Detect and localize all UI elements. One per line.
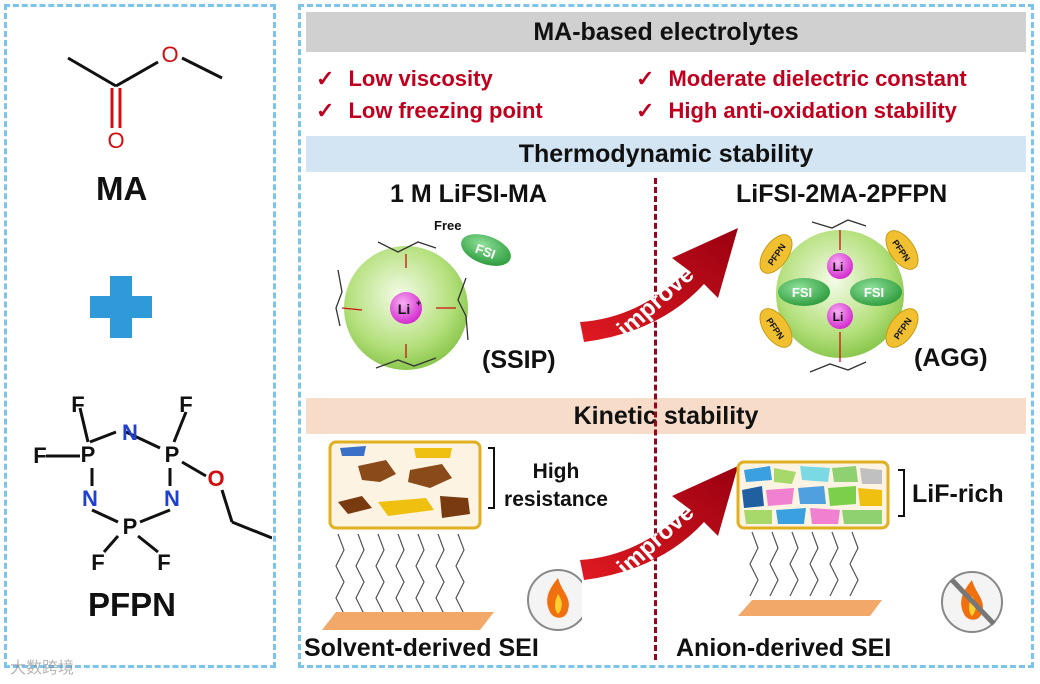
property-label: Moderate dielectric constant (668, 66, 967, 91)
improve-arrow-top: improve (580, 228, 738, 344)
property-label: Low viscosity (348, 66, 493, 91)
high-resistance-line1: High (532, 460, 580, 483)
pfpn-molecule-icon (885, 230, 919, 270)
li-ion-icon (827, 303, 853, 329)
svg-text:+: + (416, 298, 421, 308)
prohibited-slash-icon (950, 578, 996, 626)
pfpn-atom-f3: F (33, 443, 46, 468)
ma-label: MA (96, 170, 148, 207)
pfpn-atom-n3: N (164, 486, 180, 511)
fsi-anion-icon (778, 278, 830, 306)
plus-icon (90, 276, 152, 338)
check-icon: ✓ (636, 66, 655, 91)
watermark: 大数跨境 (10, 660, 75, 677)
anion-sei-label: Anion-derived SEI (676, 634, 892, 662)
bracket-icon (488, 447, 495, 509)
pfpn-atom-o: O (207, 466, 224, 491)
pfpn-atom-n2: N (82, 486, 98, 511)
pfpn-atom-p3: P (123, 514, 138, 539)
property-label: Low freezing point (348, 98, 543, 123)
ssip-solvation-diagram: Li + FSI Free (335, 218, 511, 370)
property-low-freezing-point: ✓ Low freezing point (316, 98, 543, 124)
property-anti-oxidation: ✓ High anti-oxidation stability (636, 98, 957, 124)
solvent-sei-label: Solvent-derived SEI (304, 634, 539, 662)
pfpn-atom-p1: P (81, 442, 96, 467)
ssip-electrolyte-title: 1 M LiFSI-MA (390, 180, 547, 208)
agg-label: (AGG) (914, 344, 988, 372)
pfpn-molecule-icon (759, 234, 793, 274)
check-icon: ✓ (636, 98, 655, 123)
high-resistance-label: High resistance (496, 458, 616, 514)
molecule-structures: O O P P P N N N F F F F F O (33, 42, 272, 575)
free-fsi-icon (461, 234, 511, 266)
solvent-sei-diagram (322, 440, 582, 631)
pfpn-atom-f2: F (179, 392, 192, 417)
thermodynamic-stability-bar: Thermodynamic stability (306, 136, 1026, 172)
li-ion-label: Li (398, 301, 410, 317)
anion-sei-diagram (736, 460, 1003, 633)
pfpn-structure (46, 407, 272, 554)
pfpn-molecule-icon (885, 308, 919, 348)
electrolyte-header: MA-based electrolytes (306, 12, 1026, 52)
li-ion-icon (390, 292, 422, 324)
agg-electrolyte-title: LiFSI-2MA-2PFPN (736, 180, 948, 208)
li-ion-label: Li (833, 260, 844, 274)
electrode-icon (738, 600, 882, 616)
kinetic-stability-bar: Kinetic stability (306, 398, 1026, 434)
high-resistance-line2: resistance (504, 488, 608, 511)
li-ion-icon (827, 253, 853, 279)
ma-structure (67, 56, 223, 128)
pfpn-label: PFPN (88, 586, 177, 623)
pfpn-atom-n1: N (122, 420, 138, 445)
pfpn-atom-f1: F (71, 392, 84, 417)
improve-arrow-bottom: improve (580, 466, 738, 582)
solvation-sheath-icon (776, 230, 904, 358)
ma-carbonyl-oxygen: O (107, 128, 124, 153)
polymer-chains-icon (335, 533, 465, 615)
bracket-icon (898, 469, 905, 517)
polymer-chains-icon (749, 531, 859, 597)
check-icon: ✓ (316, 98, 335, 123)
electrode-icon (322, 612, 494, 630)
ssip-label: (SSIP) (482, 346, 556, 374)
li-ion-label: Li (833, 310, 844, 324)
fsi-label: FSI (864, 285, 884, 300)
property-low-viscosity: ✓ Low viscosity (316, 66, 493, 92)
fsi-label: FSI (792, 285, 812, 300)
fsi-anion-icon (850, 278, 902, 306)
molecule-panel (4, 4, 276, 668)
electrolyte-panel (298, 4, 1034, 668)
pfpn-atom-f4: F (91, 550, 104, 575)
free-label: Free (434, 218, 461, 233)
ma-ester-oxygen: O (161, 42, 178, 67)
property-dielectric-constant: ✓ Moderate dielectric constant (636, 66, 967, 92)
property-label: High anti-oxidation stability (668, 98, 957, 123)
lif-rich-label: LiF-rich (912, 480, 1004, 508)
agg-solvation-diagram: FSI FSI PFPN PFPN PFPN PFPN Li Li (759, 219, 919, 373)
check-icon: ✓ (316, 66, 335, 91)
center-divider (654, 178, 657, 660)
improve-label: improve (612, 261, 699, 344)
pfpn-atom-p2: P (165, 442, 180, 467)
improve-label: improve (612, 499, 699, 582)
pfpn-molecule-icon (759, 308, 793, 348)
free-fsi-label: FSI (473, 241, 497, 262)
pfpn-atom-f5: F (157, 550, 170, 575)
